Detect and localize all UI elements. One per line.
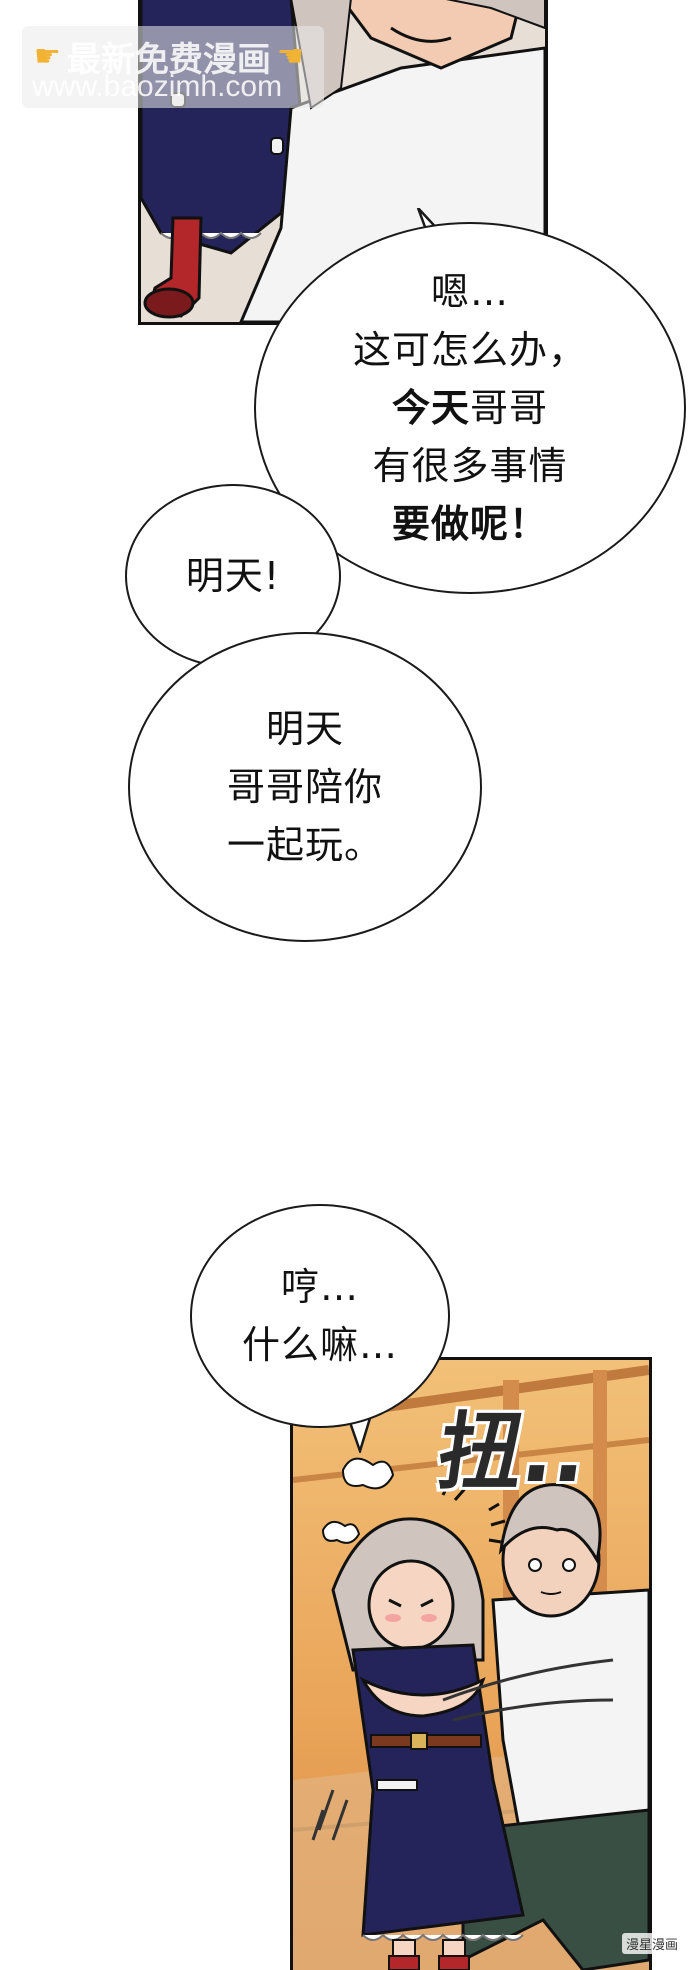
bubble-2-line-1: 明天! (185, 554, 281, 598)
bubble-3-line-3: 一起玩。 (226, 823, 383, 867)
top-panel (138, 0, 548, 325)
pointing-hand-icon: ☛ (34, 39, 61, 74)
bubble-1-text: 嗯… 这可怎么办， 今天哥哥 有很多事情 要做呢！ (353, 263, 587, 553)
bubble-4-line-2: 什么嘛… (241, 1323, 398, 1367)
sound-effect-text: 扭.. (432, 1403, 594, 1501)
watermark: ☛ 最新免费漫画 ☚ www.baozimh.com (22, 26, 324, 108)
bubble-3-line-2: 哥哥陪你 (226, 765, 383, 809)
watermark-url: www.baozimh.com (32, 70, 283, 103)
speech-bubble-4: 哼… 什么嘛… (190, 1204, 450, 1428)
bubble-3-line-1: 明天 (265, 707, 344, 751)
watermark-line1: 最新免费漫画 (66, 40, 271, 80)
bubble-1-line-3: 今天哥哥 (353, 379, 587, 437)
pointing-hand-icon-right: ☚ (276, 39, 304, 74)
bubble-1-line-2: 这可怎么办， (352, 328, 587, 372)
bubble-1-line-3-rest: 哥哥 (469, 386, 548, 430)
watermark-title: ☛ 最新免费漫画 ☚ (34, 32, 304, 81)
bubble-1-line-4: 有很多事情 (372, 444, 568, 488)
bubble-1-line-5: 要做呢！ (391, 502, 548, 546)
bubble-4-text: 哼… 什么嘛… (242, 1258, 398, 1374)
bubble-1-line-1: 嗯… (430, 270, 509, 314)
speech-bubble-3: 明天 哥哥陪你 一起玩。 (128, 632, 482, 942)
bubble-3-text: 明天 哥哥陪你 一起玩。 (227, 700, 383, 874)
bubble-1-bold-word: 今天 (391, 386, 470, 430)
corner-watermark: 漫星漫画 (621, 1933, 682, 1954)
bubble-4-line-1: 哼… (280, 1265, 359, 1309)
bubble-2-text: 明天! (186, 547, 280, 605)
